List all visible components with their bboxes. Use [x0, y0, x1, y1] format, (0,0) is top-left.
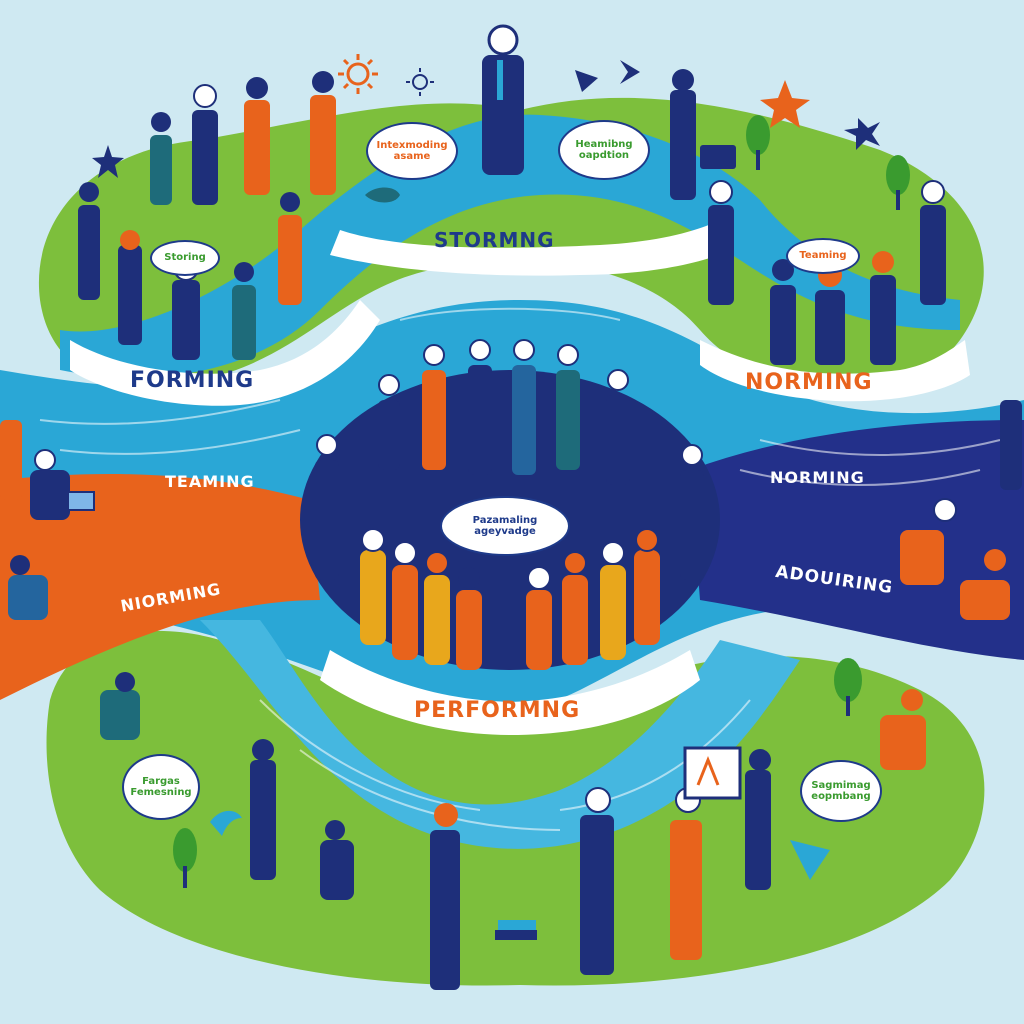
performing-ribbon [320, 650, 700, 735]
storming-leader [482, 24, 524, 175]
speech-bubble-top-left: Intexmoding asame [366, 122, 458, 180]
bird-icon [210, 810, 242, 836]
stage-label-forming: FORMING [130, 368, 255, 393]
bottom-people [100, 672, 926, 990]
star-icon [844, 118, 880, 150]
stage-label-norming-mid: NORMING [770, 468, 865, 487]
forming-ribbon [70, 300, 380, 406]
tree-icon [886, 155, 910, 210]
top-water [60, 114, 960, 378]
lower-river [200, 620, 800, 849]
speech-bubble-bottom-left: Fargas Femesning [122, 754, 200, 820]
tree-icon [834, 658, 862, 716]
right-side-people [900, 400, 1022, 620]
norming-group [670, 69, 946, 365]
speech-bubble-bottom-right: Sagmimag eopmbang [800, 760, 882, 822]
arrow-icon [620, 60, 640, 84]
tree-icon [746, 115, 770, 170]
wave-lines [39, 307, 1001, 831]
star-icon [760, 80, 810, 128]
stage-label-storming: STORMNG [434, 228, 555, 252]
speech-bubble-norming-area: Teaming [786, 238, 860, 274]
stage-label-norming-top: NORMING [745, 370, 873, 395]
speech-bubble-center: Pazamaling ageyvadge [440, 496, 570, 556]
star-icon [92, 145, 124, 178]
star-icon [790, 840, 830, 880]
left-side-people [0, 420, 70, 620]
norming-ribbon [700, 340, 970, 402]
performing-team [315, 339, 704, 670]
tree-icon [173, 828, 197, 888]
stage-label-teaming: TEAMING [165, 472, 255, 491]
books-icon [495, 920, 537, 940]
sun-icon [338, 54, 378, 94]
speech-bubble-forming-area: Storing [150, 240, 220, 276]
speech-bubble-top-right: Heamibng oapdtion [558, 120, 650, 180]
stage-label-performing: PERFORMNG [414, 698, 581, 723]
easel-icon [683, 746, 742, 800]
briefcase-icon [700, 145, 736, 169]
storming-ribbon [330, 220, 730, 276]
arrow-icon [575, 70, 598, 92]
orange-band [0, 474, 320, 700]
navy-band [690, 420, 1024, 660]
sparkle-icon [406, 68, 434, 96]
laptop-icon [67, 491, 95, 511]
fish-icon [365, 187, 400, 203]
